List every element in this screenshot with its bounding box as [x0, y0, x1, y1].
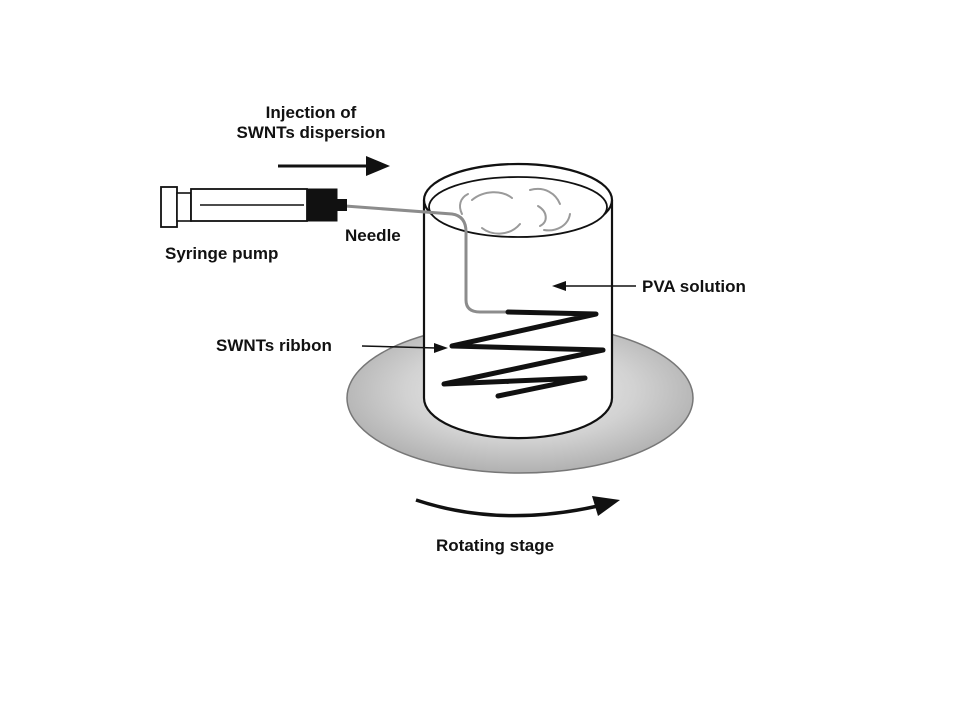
rotating-stage-label: Rotating stage: [436, 536, 555, 555]
injection-label-line1: Injection of: [265, 103, 357, 122]
syringe-pump-label: Syringe pump: [165, 244, 279, 263]
liquid-swirl-lines: [459, 188, 571, 235]
pva-solution-label: PVA solution: [642, 277, 746, 296]
injection-label-line2: SWNTs dispersion: [236, 123, 386, 142]
swnts-ribbon-coil: [441, 309, 606, 399]
injection-arrow: [278, 156, 390, 176]
container-rim-inner: [428, 176, 608, 238]
swnts-ribbon-label: SWNTs ribbon: [216, 336, 332, 355]
rotation-arrow: [415, 496, 620, 518]
pva-solution-pointer: [552, 281, 636, 291]
injection-label: Injection of SWNTs dispersion: [236, 103, 386, 143]
needle-label: Needle: [345, 226, 401, 245]
syringe-pump: [160, 186, 347, 228]
needle-tube: [344, 204, 516, 314]
swnts-ribbon-pointer: [361, 343, 448, 353]
